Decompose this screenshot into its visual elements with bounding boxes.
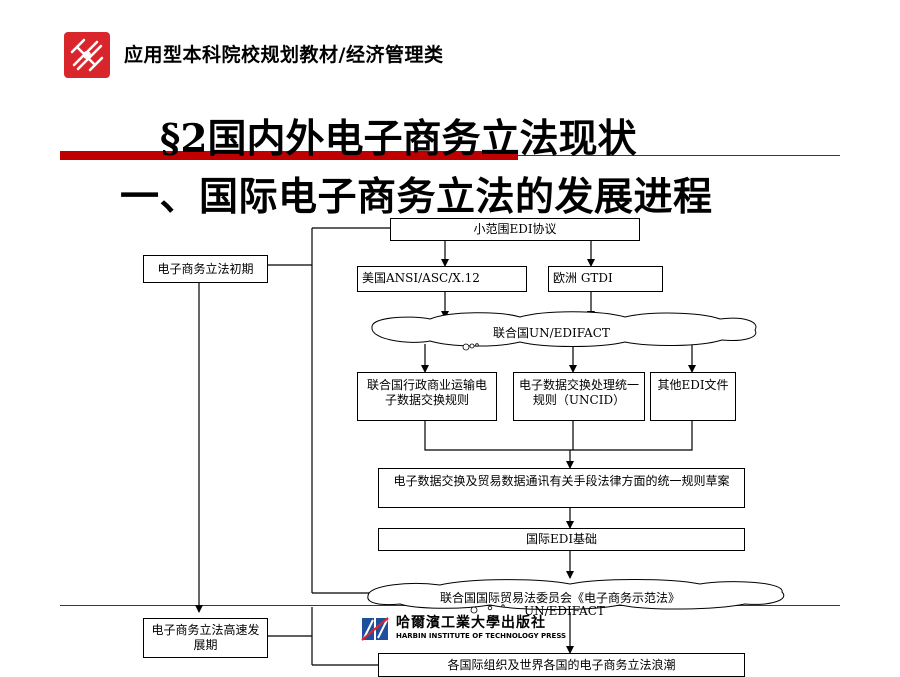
us-standard-box: 美国ANSI/ASC/X.12 (357, 266, 527, 292)
uncid-label: 电子数据交换处理统一规则（UNCID） (518, 378, 639, 407)
edi-basis-label: 国际EDI基础 (525, 532, 598, 546)
draft-rules-box: 电子数据交换及贸易数据通讯有关手段法律方面的统一规则草案 (378, 468, 745, 508)
phase-rapid-box: 电子商务立法高速发展期 (143, 618, 268, 658)
edi-small-box: 小范围EDI协议 (390, 218, 640, 241)
publisher-name-cn: 哈爾濱工業大學出版社 (396, 615, 546, 631)
phase-early-label: 电子商务立法初期 (157, 261, 254, 276)
title-red-bar (60, 151, 518, 160)
global-wave-label: 各国际组织及世界各国的电子商务立法浪潮 (447, 657, 676, 672)
us-standard-label: 美国ANSI/ASC/X.12 (362, 271, 480, 285)
draft-rules-label: 电子数据交换及贸易数据通讯有关手段法律方面的统一规则草案 (393, 474, 730, 488)
uncitral-model-label: 联合国国际贸易法委员会《电子商务示范法》 (440, 591, 681, 605)
slide-title-line1: §2国内外电子商务立法现状 (160, 116, 637, 162)
phase-rapid-label: 电子商务立法高速发展期 (151, 623, 260, 652)
other-edi-label: 其他EDI文件 (657, 378, 729, 392)
publisher-logo-icon (360, 614, 390, 644)
series-title: 应用型本科院校规划教材/经济管理类 (124, 44, 444, 66)
un-edifact-label: 联合国UN/EDIFACT (493, 326, 610, 340)
cloud-shape-uncitral (367, 579, 785, 610)
slide-title-line2: 一、国际电子商务立法的发展进程 (120, 174, 713, 220)
title-red-line (518, 155, 840, 156)
europe-standard-box: 欧洲 GTDI (548, 266, 663, 292)
edi-small-label: 小范围EDI协议 (473, 222, 557, 236)
un-edifact-2-label: UN/EDIFACT (524, 604, 605, 618)
cloud-shape-un-edifact (371, 311, 757, 347)
global-wave-box: 各国际组织及世界各国的电子商务立法浪潮 (378, 653, 745, 677)
un-admin-rules-label: 联合国行政商业运输电子数据交换规则 (366, 378, 487, 407)
cloud-tail-un-edifact (462, 343, 479, 351)
other-edi-box: 其他EDI文件 (650, 372, 736, 421)
textbook-logo-icon (64, 32, 110, 78)
phase-early-box: 电子商务立法初期 (143, 255, 268, 283)
europe-standard-label: 欧洲 GTDI (553, 271, 613, 285)
publisher-name-en: HARBIN INSTITUTE OF TECHNOLOGY PRESS (396, 632, 567, 640)
cloud-tail-uncitral (470, 604, 505, 614)
un-admin-rules-box: 联合国行政商业运输电子数据交换规则 (357, 372, 497, 421)
edi-basis-box: 国际EDI基础 (378, 528, 745, 551)
uncid-box: 电子数据交换处理统一规则（UNCID） (513, 372, 645, 421)
